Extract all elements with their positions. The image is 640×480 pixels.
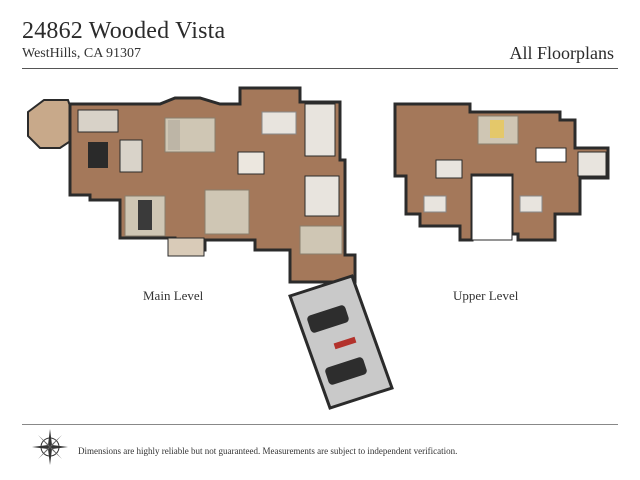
upper-level-outline bbox=[393, 102, 610, 242]
open-to-below-stair bbox=[535, 147, 567, 163]
disclaimer-text: Dimensions are highly reliable but not g… bbox=[78, 446, 458, 456]
primary-bed bbox=[261, 111, 297, 135]
upper-bed-right bbox=[519, 195, 543, 213]
upper-level-label: Upper Level bbox=[453, 288, 519, 303]
bedroom-right bbox=[299, 225, 343, 255]
dining-table bbox=[138, 200, 152, 230]
garage-items bbox=[333, 336, 357, 350]
upper-level-floorplan bbox=[393, 102, 610, 242]
all-floorplans-label[interactable]: All Floorplans bbox=[509, 43, 614, 63]
laundry bbox=[304, 175, 340, 217]
upper-bath-right bbox=[577, 151, 607, 177]
main-level-label: Main Level bbox=[143, 288, 204, 303]
pantry bbox=[119, 139, 143, 173]
kitchen-counter bbox=[77, 109, 119, 133]
header-divider bbox=[22, 68, 618, 69]
sofa bbox=[168, 120, 180, 150]
living-room bbox=[204, 189, 250, 235]
kitchen-island bbox=[88, 142, 108, 168]
primary-bath bbox=[304, 103, 336, 157]
loft-desk bbox=[490, 120, 504, 138]
upper-bath-left bbox=[435, 159, 463, 179]
car-top bbox=[307, 305, 349, 333]
front-porch bbox=[167, 237, 205, 257]
city-line: WestHills, CA 91307 bbox=[22, 46, 142, 61]
property-address: 24862 Wooded Vista bbox=[22, 18, 226, 44]
compass-rose-icon bbox=[32, 429, 68, 465]
footer-divider bbox=[22, 424, 618, 425]
stairs bbox=[237, 151, 265, 175]
main-level-floorplan bbox=[27, 86, 394, 410]
upper-bed-left bbox=[423, 195, 447, 213]
open-to-below bbox=[471, 175, 513, 241]
car-bottom bbox=[325, 357, 367, 385]
